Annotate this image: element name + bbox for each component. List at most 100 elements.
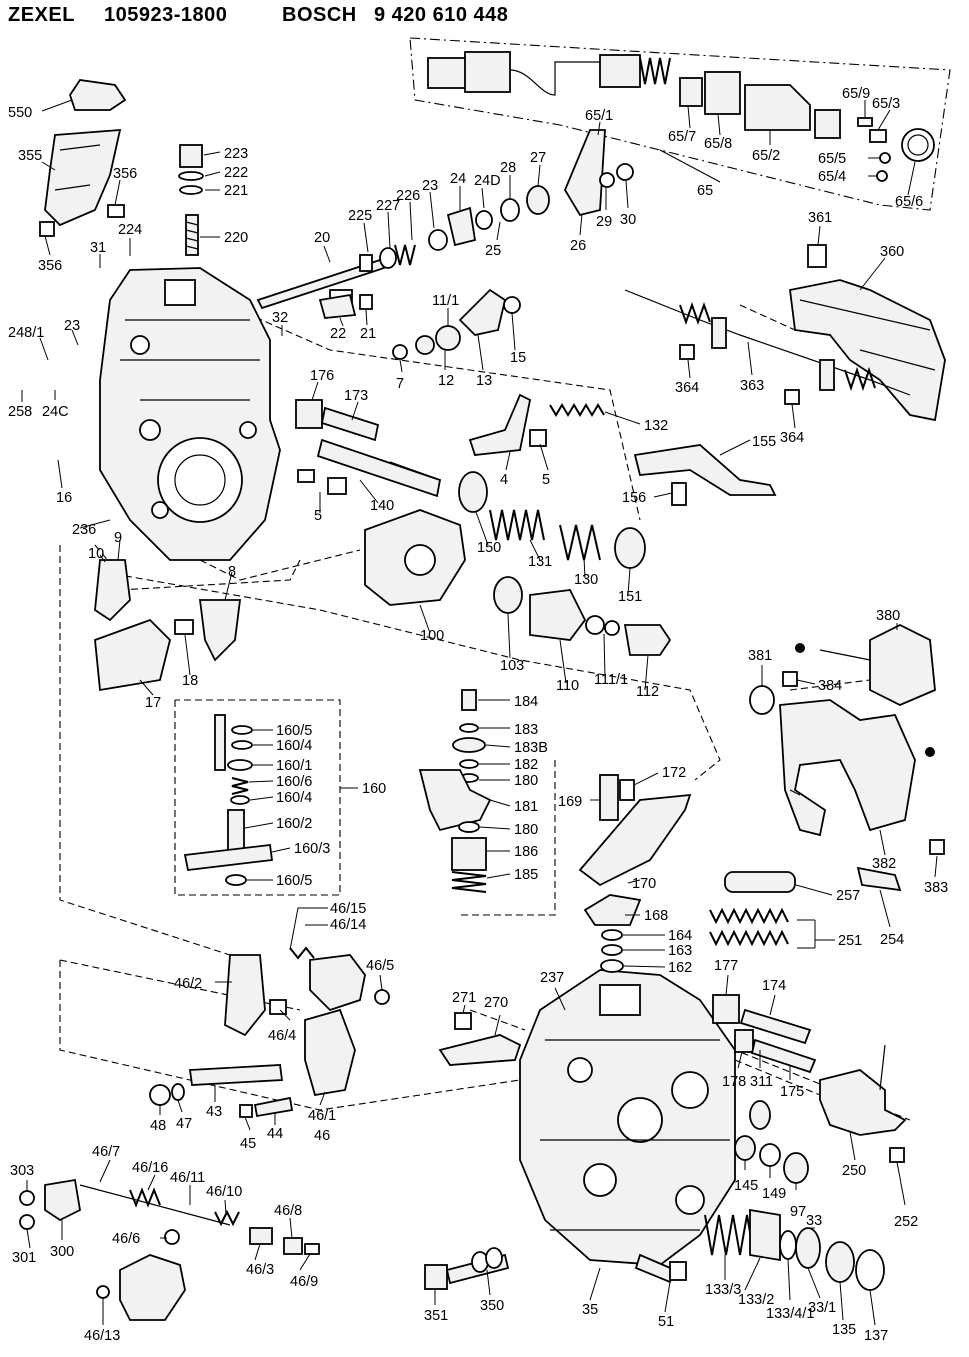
header-oem-number: 9 420 610 448 xyxy=(374,4,509,26)
callout-221: 221 xyxy=(224,183,248,199)
callout-51: 51 xyxy=(658,1314,674,1330)
bracket-360-cable-363 xyxy=(624,244,946,422)
callout-18: 18 xyxy=(182,673,198,689)
callout-252: 252 xyxy=(894,1214,918,1230)
callout-9: 9 xyxy=(114,530,122,546)
callout-173: 173 xyxy=(344,388,368,404)
callout-46-8: 46/8 xyxy=(274,1203,302,1219)
callout-160-4: 160/4 xyxy=(276,738,312,754)
callout-4: 4 xyxy=(500,472,508,488)
guide-line xyxy=(59,545,231,956)
bracket-550-355 xyxy=(39,79,127,237)
callout-237: 237 xyxy=(540,970,564,986)
small-parts-center xyxy=(392,288,521,360)
callout-172: 172 xyxy=(662,765,686,781)
callout-31: 31 xyxy=(90,240,106,256)
callout-380: 380 xyxy=(876,608,900,624)
callout-13: 13 xyxy=(476,373,492,389)
callout-220: 220 xyxy=(224,230,248,246)
callout-44: 44 xyxy=(267,1126,283,1142)
callout-46-3: 46/3 xyxy=(246,1262,274,1278)
callout-16: 16 xyxy=(56,490,72,506)
callout-26: 26 xyxy=(570,238,586,254)
callout-5: 5 xyxy=(542,472,550,488)
callout-257: 257 xyxy=(836,888,860,904)
guide-line xyxy=(789,679,871,691)
callout-185: 185 xyxy=(514,867,538,883)
callout-156: 156 xyxy=(622,490,646,506)
callout-181: 181 xyxy=(514,799,538,815)
group-160-parts xyxy=(183,714,274,886)
callout-361: 361 xyxy=(808,210,832,226)
callout-48: 48 xyxy=(150,1118,166,1134)
callout-103: 103 xyxy=(500,658,524,674)
callout-350: 350 xyxy=(480,1298,504,1314)
callout-254: 254 xyxy=(880,932,904,948)
callout-24: 24 xyxy=(450,171,466,187)
callout-35: 35 xyxy=(582,1302,598,1318)
callout-160-5: 160/5 xyxy=(276,723,312,739)
callout-46-11: 46/11 xyxy=(170,1170,205,1186)
callout-130: 130 xyxy=(574,572,598,588)
callout-258: 258 xyxy=(8,404,32,420)
callout-227: 227 xyxy=(376,198,400,214)
callout-383: 383 xyxy=(924,880,948,896)
callout-110: 110 xyxy=(556,678,579,694)
callout-226: 226 xyxy=(396,188,420,204)
callout-163: 163 xyxy=(668,943,692,959)
callout-160-5: 160/5 xyxy=(276,873,312,889)
callout-65-4: 65/4 xyxy=(818,169,846,185)
callout-46-10: 46/10 xyxy=(206,1184,242,1200)
callout-65-6: 65/6 xyxy=(895,194,923,210)
callout-251: 251 xyxy=(838,933,862,949)
guide-line xyxy=(199,549,361,581)
callout-12: 12 xyxy=(438,373,454,389)
callout-363: 363 xyxy=(740,378,764,394)
callout-169: 169 xyxy=(558,794,582,810)
callout-27: 27 xyxy=(530,150,546,166)
group-180-parts xyxy=(418,689,492,893)
callout-364: 364 xyxy=(675,380,699,396)
callout-137: 137 xyxy=(864,1328,888,1344)
callout-30: 30 xyxy=(620,212,636,228)
callout-46-14: 46/14 xyxy=(330,917,366,933)
callout-132: 132 xyxy=(644,418,668,434)
callout-8: 8 xyxy=(228,564,236,580)
callout-271: 271 xyxy=(452,990,476,1006)
callout-174: 174 xyxy=(762,978,786,994)
callout-355: 355 xyxy=(18,148,42,164)
callout-381: 381 xyxy=(748,648,772,664)
callout-184: 184 xyxy=(514,694,538,710)
callout-135: 135 xyxy=(832,1322,856,1338)
callout-160-1: 160/1 xyxy=(276,758,312,774)
callout-100: 100 xyxy=(420,628,444,644)
callout-301: 301 xyxy=(12,1250,36,1266)
callout-236: 236 xyxy=(72,522,96,538)
sensor-group-frame xyxy=(409,37,951,211)
callout-labels: 550 355 356 356 31 223 222 221 220 224 2… xyxy=(8,86,948,1344)
pump-housing-right xyxy=(519,969,736,1266)
callout-46-1: 46/1 xyxy=(308,1108,336,1124)
guide-line xyxy=(119,559,301,591)
callout-222: 222 xyxy=(224,165,248,181)
callout-133-4-1: 133/4/1 xyxy=(766,1306,814,1322)
callout-22: 22 xyxy=(330,326,346,342)
linkage-46-lower xyxy=(19,1178,320,1321)
callout-164: 164 xyxy=(668,928,692,944)
callout-46-2: 46/2 xyxy=(174,976,202,992)
callout-112: 112 xyxy=(636,684,659,700)
header-maker: ZEXEL xyxy=(8,4,75,26)
guide-line xyxy=(739,304,796,331)
callout-24d: 24D xyxy=(474,173,501,189)
guide-line xyxy=(469,1009,526,1031)
sensor-assembly-65 xyxy=(427,51,935,182)
callout-149: 149 xyxy=(762,1186,786,1202)
callout-550: 550 xyxy=(8,105,32,121)
callout-7: 7 xyxy=(396,376,404,392)
lever-shaft-20 xyxy=(256,129,634,319)
callout-20: 20 xyxy=(314,230,330,246)
washers-145-149-97 xyxy=(734,1100,809,1184)
callout-270: 270 xyxy=(484,995,508,1011)
guide-line xyxy=(174,281,641,521)
callout-46-4: 46/4 xyxy=(268,1028,296,1044)
